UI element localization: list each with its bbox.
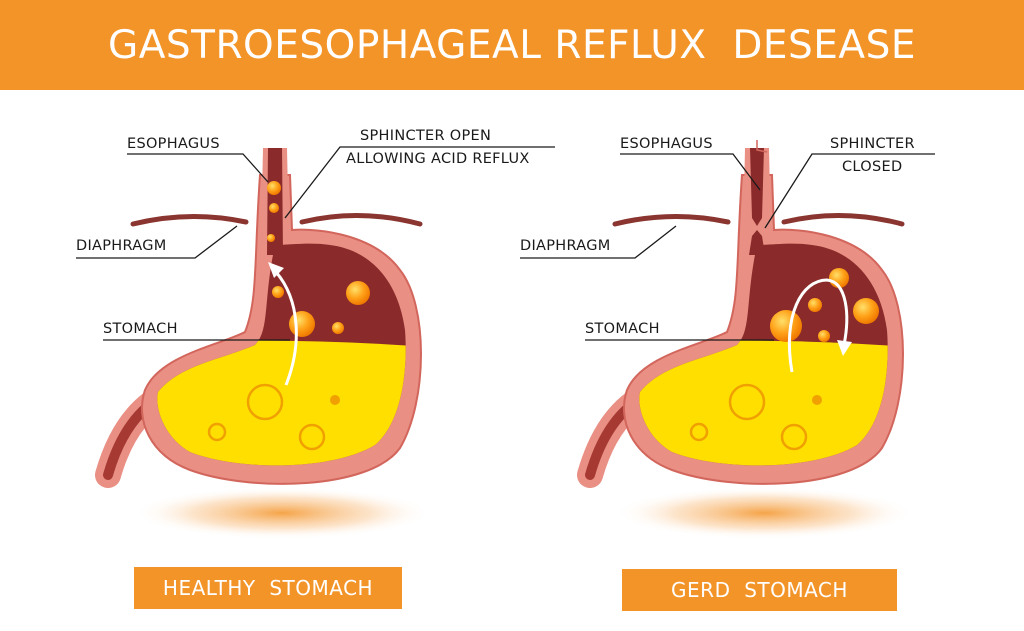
- right-gas-bubble: [853, 298, 879, 324]
- left-label-sphincter-line1: SPHINCTER OPEN: [360, 128, 491, 144]
- left-esophagus-lumen: [267, 148, 283, 255]
- left-leader-esophagus: [127, 153, 269, 183]
- left-gas-bubble: [289, 311, 315, 337]
- left-acid-bubble: [298, 423, 326, 451]
- right-labels: ESOPHAGUS SPHINCTER CLOSED DIAPHRAGM STO…: [520, 136, 935, 341]
- right-label-diaphragm: DIAPHRAGM: [520, 238, 611, 254]
- left-acid-bubble: [330, 395, 340, 405]
- left-shadow: [132, 487, 432, 539]
- left-caption: HEALTHY STOMACH: [134, 567, 402, 609]
- right-leader-sphincter: [764, 153, 935, 229]
- left-gas-bubble: [267, 181, 281, 195]
- right-acid-bubble: [689, 422, 709, 442]
- right-gas-bubble: [770, 310, 802, 342]
- left-label-esophagus: ESOPHAGUS: [127, 136, 220, 152]
- left-reflux-arrow: [274, 271, 298, 386]
- right-diaphragm-right: [781, 212, 905, 227]
- right-label-esophagus: ESOPHAGUS: [620, 136, 713, 152]
- left-gas-bubble: [272, 286, 284, 298]
- right-label-sphincter-line1: SPHINCTER: [830, 136, 915, 152]
- left-leader-sphincter: [284, 146, 555, 219]
- right-acid-bubble: [780, 423, 808, 451]
- left-gas-bubble: [267, 234, 275, 242]
- right-caption: GERD STOMACH: [622, 569, 897, 611]
- right-label-stomach: STOMACH: [585, 321, 660, 337]
- left-diaphragm-left: [130, 213, 249, 227]
- left-acid-bubble: [246, 383, 284, 421]
- left-label-stomach: STOMACH: [103, 321, 178, 337]
- left-stomach: [95, 148, 432, 539]
- left-diaphragm-right: [299, 212, 423, 227]
- right-acid-bubble: [728, 383, 766, 421]
- right-leader-esophagus: [620, 153, 761, 191]
- right-gas-bubble: [808, 298, 822, 312]
- left-reflux-arrowhead: [268, 262, 284, 278]
- left-label-diaphragm: DIAPHRAGM: [76, 238, 167, 254]
- right-diaphragm-left: [612, 213, 731, 227]
- right-acid-bubble: [812, 395, 822, 405]
- left-labels: ESOPHAGUS SPHINCTER OPEN ALLOWING ACID R…: [76, 128, 555, 341]
- right-circulation-arrow: [787, 278, 849, 373]
- right-stomach: [577, 140, 914, 539]
- right-label-sphincter-line2: CLOSED: [842, 159, 902, 175]
- title-banner: GASTROESOPHAGEAL REFLUX DESEASE: [0, 0, 1024, 90]
- right-circulation-arrowhead: [837, 340, 852, 356]
- left-gas-bubble: [332, 322, 344, 334]
- right-gas-bubble: [818, 330, 830, 342]
- left-gas-bubble: [269, 203, 279, 213]
- left-gas-bubble: [346, 281, 370, 305]
- left-acid-bubble: [207, 422, 227, 442]
- right-shadow: [614, 487, 914, 539]
- left-label-sphincter-line2: ALLOWING ACID REFLUX: [346, 151, 530, 167]
- page-title: GASTROESOPHAGEAL REFLUX DESEASE: [107, 22, 917, 68]
- left-leader-diaphragm: [76, 225, 238, 259]
- right-leader-diaphragm: [520, 225, 677, 259]
